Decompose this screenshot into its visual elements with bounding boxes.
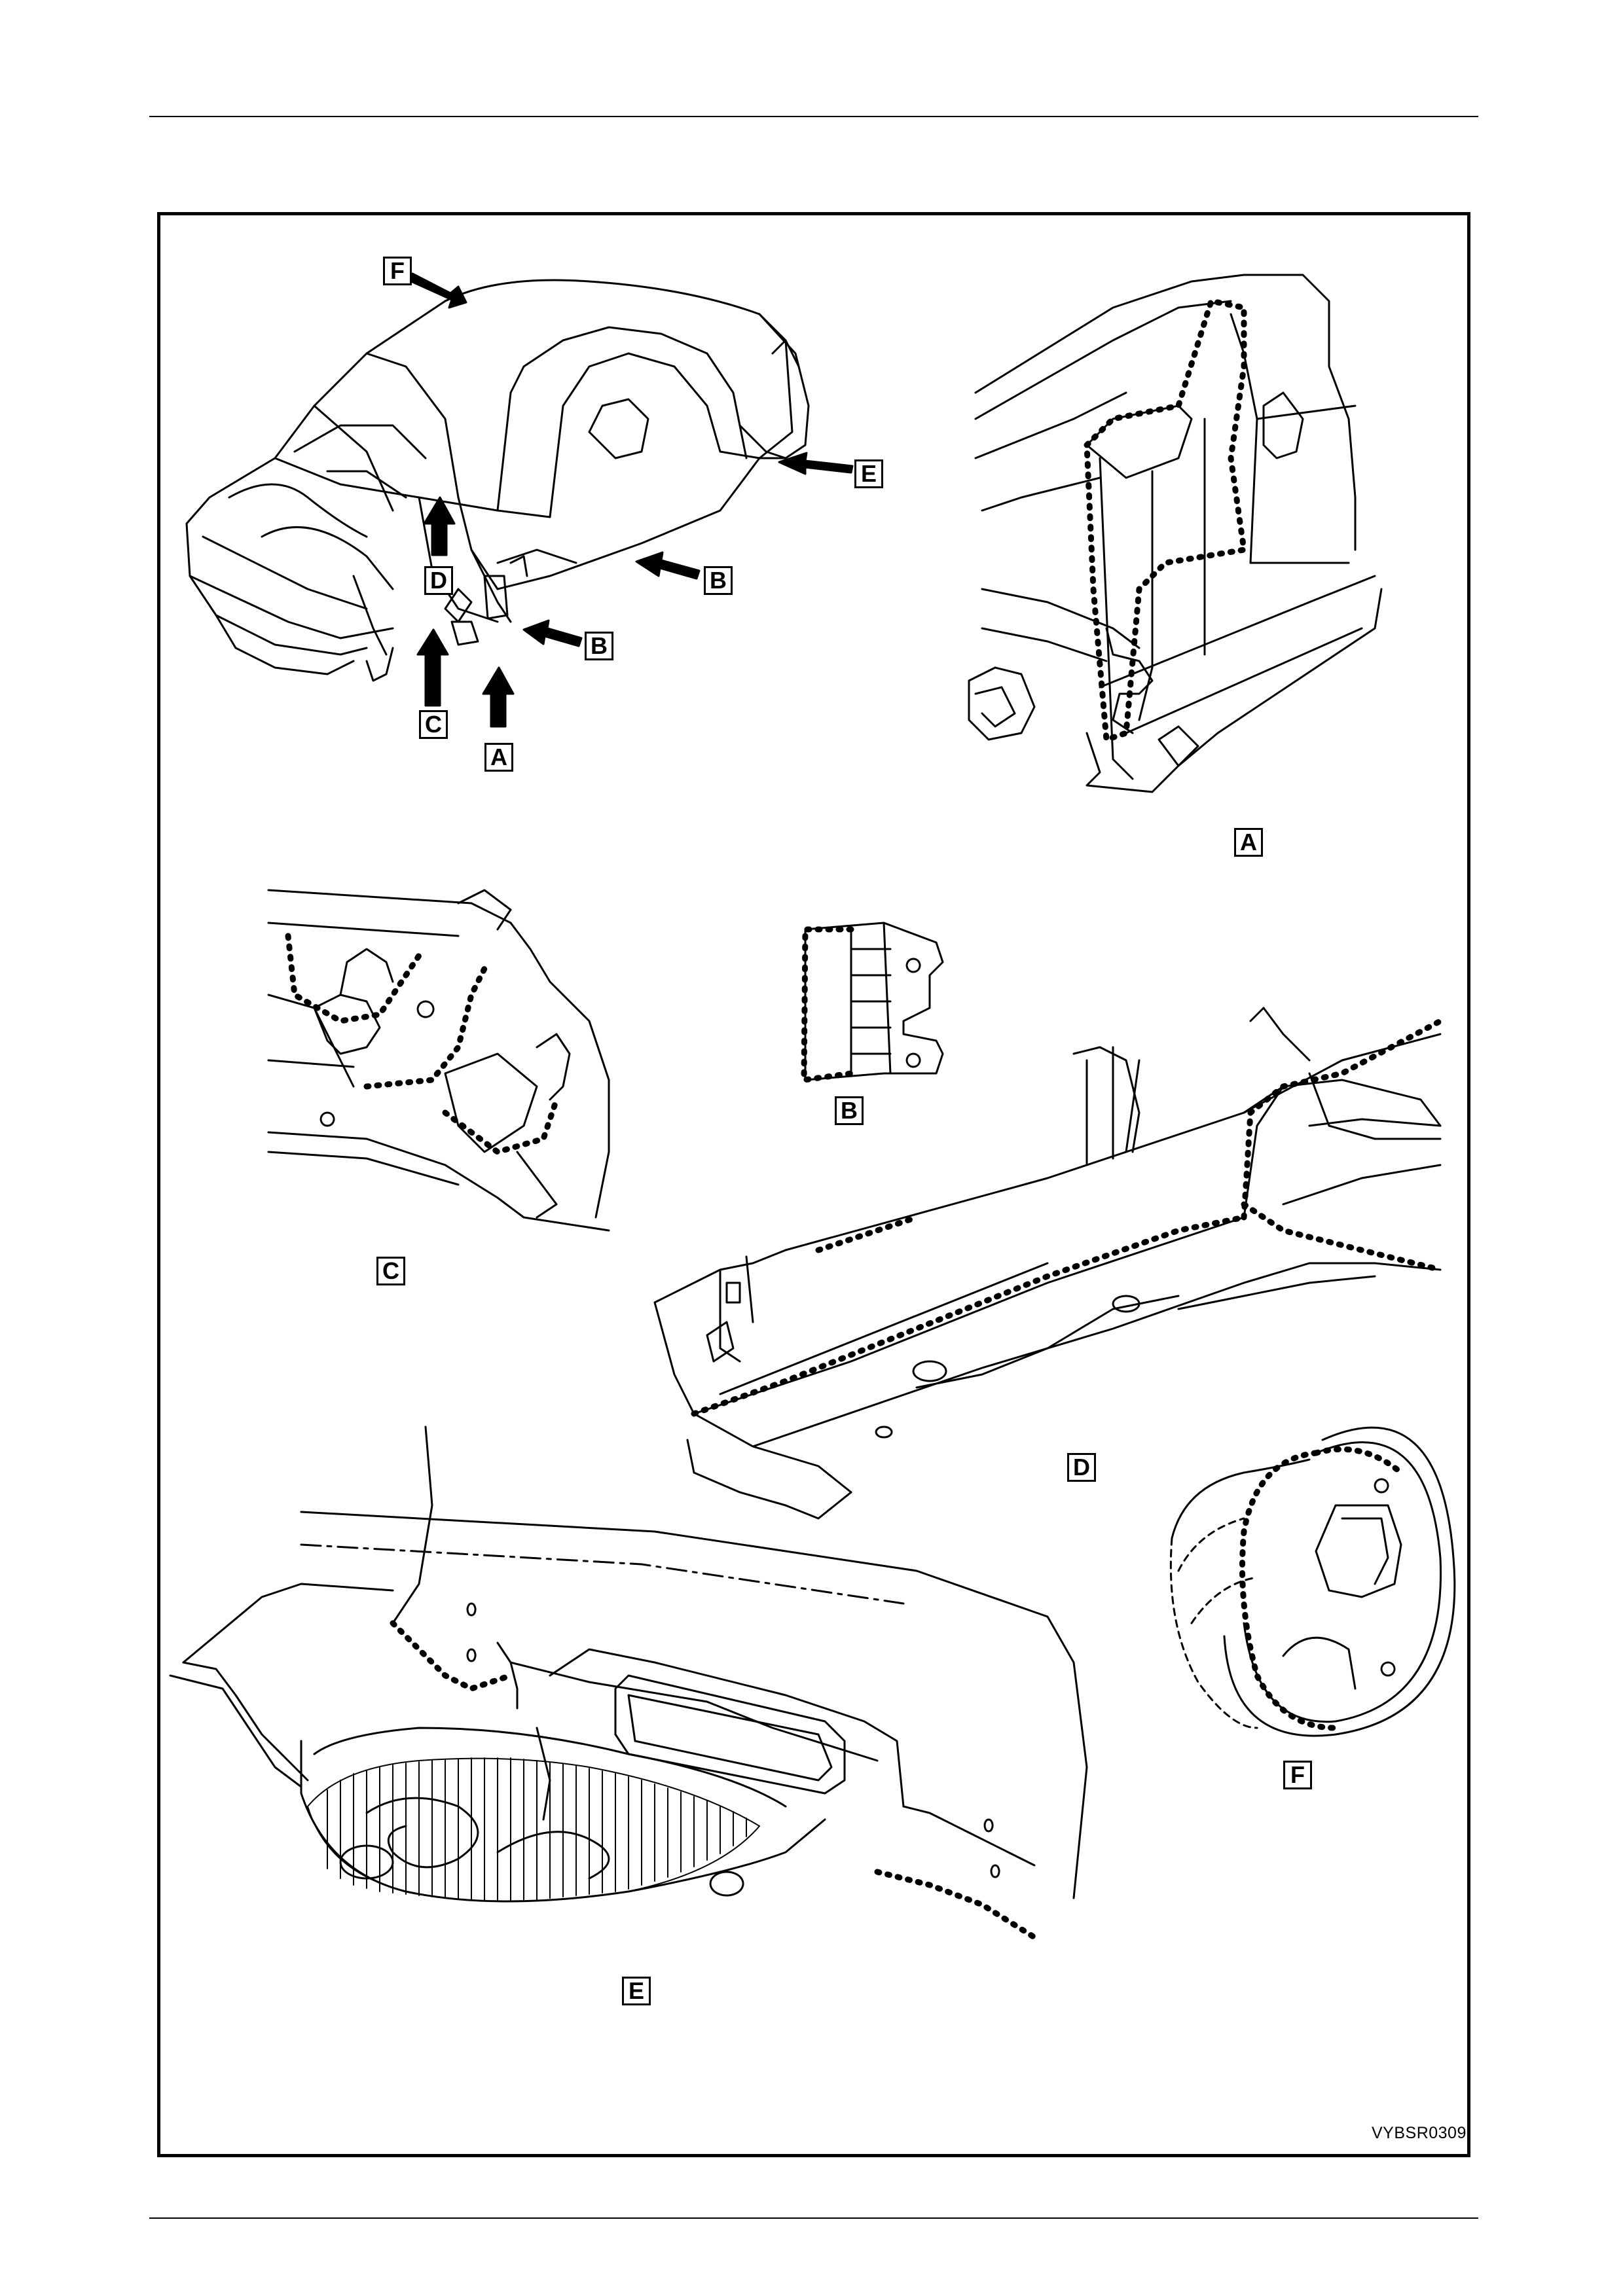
figure-reference-code: VYBSR0309	[1372, 2124, 1467, 2143]
detail-label-A: A	[1234, 828, 1263, 857]
callout-D: D	[424, 566, 453, 595]
detail-B-seal-bead	[804, 929, 851, 1080]
callout-A: A	[484, 743, 513, 772]
detail-F-drawing	[1171, 1427, 1454, 1736]
detail-B-drawing	[805, 923, 943, 1080]
callout-C: C	[419, 710, 448, 739]
car-body-overview	[187, 280, 809, 681]
detail-D-drawing	[655, 1008, 1440, 1518]
arrow-C-icon	[418, 630, 448, 706]
callout-B-upper: B	[704, 566, 733, 595]
arrow-F-icon	[411, 274, 466, 308]
detail-label-E: E	[622, 1977, 651, 2005]
detail-label-F: F	[1283, 1761, 1312, 1789]
arrow-B-upper-icon	[636, 552, 699, 579]
detail-label-C: C	[376, 1257, 405, 1285]
callout-F: F	[383, 257, 412, 285]
detail-C-drawing	[268, 890, 609, 1230]
detail-A-drawing	[969, 275, 1381, 792]
detail-A-seal-bead	[1087, 301, 1244, 740]
callout-B-lower: B	[585, 632, 613, 660]
arrow-A-icon	[483, 668, 513, 726]
arrow-B-lower-icon	[524, 620, 581, 646]
detail-label-B: B	[835, 1096, 864, 1125]
detail-C-seal-bead	[288, 936, 556, 1152]
detail-label-D: D	[1067, 1453, 1096, 1482]
callout-E: E	[854, 459, 883, 488]
